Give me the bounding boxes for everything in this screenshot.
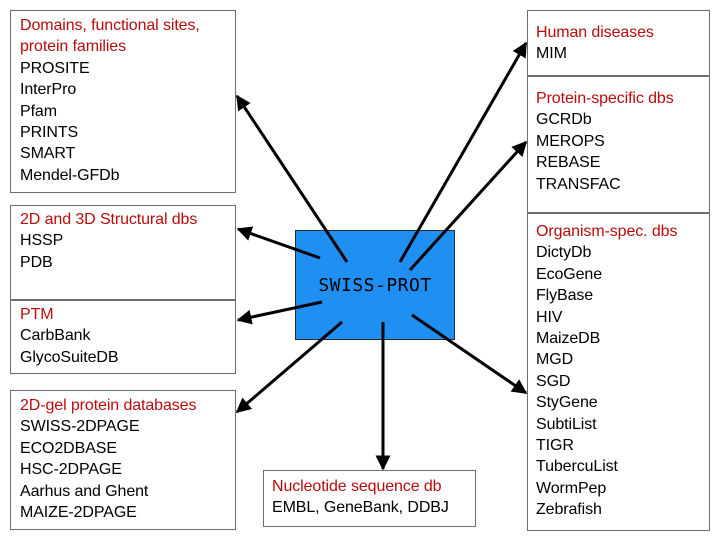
arrow-to-human: [398, 41, 528, 263]
database-item: Zebrafish: [536, 501, 602, 519]
box-nucleotide: Nucleotide sequence db EMBL, GeneBank, DD…: [263, 470, 476, 527]
database-item: Pfam: [20, 102, 57, 120]
protein-specific-heading: Protein-specific dbs: [536, 90, 674, 107]
arrow-to-structural: [236, 226, 321, 260]
arrow-to-organism: [411, 313, 528, 395]
database-item: MGD: [536, 351, 574, 369]
database-item: PRINTS: [20, 124, 79, 142]
organism-heading: Organism-spec. dbs: [536, 223, 678, 240]
database-item: MaizeDB: [536, 330, 601, 348]
arrow-to-ptm: [236, 300, 323, 325]
arrow-to-domains: [235, 94, 349, 263]
database-item: PROSITE: [20, 59, 90, 77]
gel-heading: 2D-gel protein databases: [20, 397, 197, 414]
arrow-to-protein-specific: [408, 140, 528, 272]
database-item: EcoGene: [536, 265, 603, 283]
database-item: FlyBase: [536, 287, 594, 305]
database-item: WormPep: [536, 479, 607, 497]
database-item: SubtiList: [536, 415, 597, 433]
database-item: MAIZE-2DPAGE: [20, 504, 137, 522]
database-item: TRANSFAC: [536, 175, 621, 193]
database-item: PDB: [20, 253, 53, 271]
database-item: MIM: [536, 45, 567, 63]
database-item: EMBL, GeneBank, DDBJ: [272, 499, 449, 517]
ptm-heading: PTM: [20, 306, 54, 323]
domains-heading: protein families: [20, 38, 127, 56]
database-item: ECO2DBASE: [20, 439, 117, 457]
database-item: CarbBank: [20, 327, 91, 345]
structural-heading: 2D and 3D Structural dbs: [20, 211, 198, 228]
database-item: TIGR: [536, 437, 574, 455]
database-item: SGD: [536, 372, 571, 390]
database-item: GCRDb: [536, 111, 592, 129]
database-item: HSC-2DPAGE: [20, 461, 122, 479]
domains-heading: Domains, functional sites,: [20, 17, 200, 34]
database-item: SWISS-2DPAGE: [20, 418, 140, 436]
database-item: TubercuList: [536, 458, 618, 476]
database-item: HSSP: [20, 232, 64, 250]
database-item: InterPro: [20, 81, 77, 99]
database-item: REBASE: [536, 154, 601, 172]
human-heading: Human diseases: [536, 24, 654, 41]
nucleotide-heading: Nucleotide sequence db: [272, 478, 442, 495]
database-item: DictyDb: [536, 244, 592, 262]
arrow-to-gel: [235, 320, 343, 414]
database-item: Aarhus and Ghent: [20, 482, 149, 500]
swiss-prot-label: SWISS-PROT: [318, 275, 432, 296]
database-item: SMART: [20, 145, 76, 163]
database-item: StyGene: [536, 394, 598, 412]
box-domains: Domains, functional sites, protein famili…: [10, 10, 236, 193]
database-item: GlycoSuiteDB: [20, 348, 119, 366]
database-item: HIV: [536, 308, 563, 326]
database-item: MEROPS: [536, 132, 605, 150]
database-item: Mendel-GFDb: [20, 166, 120, 184]
